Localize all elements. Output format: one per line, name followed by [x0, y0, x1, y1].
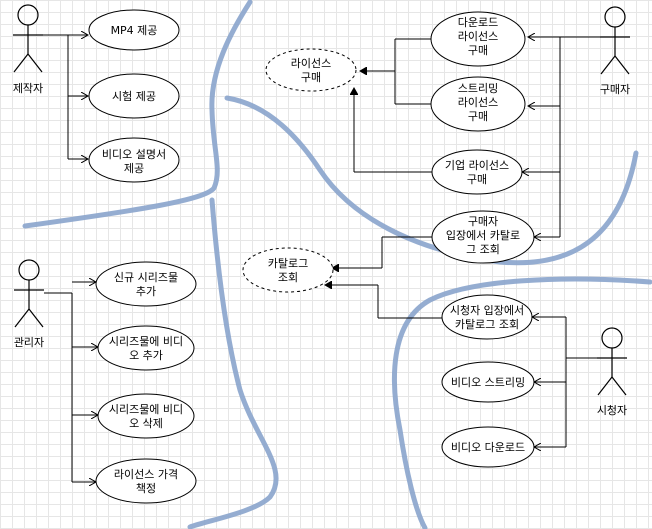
usecase-label-line-1: 시리즈물에 비디 — [109, 403, 183, 416]
usecase-label-line-1: 다운로드 — [458, 16, 498, 29]
usecase-label-line-2: 책정 — [136, 482, 156, 495]
usecase-label-line-1: 구매자 — [468, 215, 498, 228]
boundary-curve-left-top — [22, 0, 253, 229]
usecase-label-line-3: 구매 — [468, 44, 488, 57]
usecase-viewer-catalog[interactable]: 시청자 입장에서 카탈로그 조회 — [441, 294, 533, 340]
boundary-curve-left-bottom — [187, 197, 279, 529]
boundary-curve-middle — [224, 95, 639, 266]
usecase-enterprise-license[interactable]: 기업 라이선스 구매 — [431, 149, 523, 195]
usecase-label-line-3: 구매 — [468, 110, 488, 123]
usecase-label-line-2: 라이선스 — [458, 30, 498, 43]
actor-label: 구매자 — [600, 83, 630, 96]
usecase-label-line-1: 신규 시리즈물 — [114, 271, 178, 284]
stick-figure-icon — [13, 4, 43, 73]
usecase-catalog-view[interactable]: 카탈로그 조회 — [242, 247, 334, 293]
usecase-video-streaming[interactable]: 비디오 스트리밍 — [441, 361, 535, 403]
actor-label: 시청자 — [597, 404, 627, 417]
usecase-label: 비디오 스트리밍 — [451, 376, 525, 389]
usecase-add-video[interactable]: 시리즈물에 비디 오 추가 — [97, 325, 195, 371]
boundary-lines — [22, 0, 652, 529]
usecase-buyer-catalog[interactable]: 구매자 입장에서 카탈로 그 조회 — [431, 210, 535, 264]
usecase-label-line-2: 구매 — [301, 71, 321, 84]
usecase-label-line-2: 구매 — [467, 173, 487, 186]
stick-figure-icon — [14, 259, 44, 328]
catalog-generalization — [325, 236, 442, 319]
usecase-label-line-1: 라이선스 가격 — [114, 468, 178, 481]
usecase-download-license[interactable]: 다운로드 라이선스 구매 — [430, 11, 526, 67]
usecase-video-download[interactable]: 비디오 다운로드 — [441, 426, 535, 468]
usecase-label: 비디오 다운로드 — [451, 441, 525, 454]
usecase-label-line-1: 시리즈물에 비디 — [109, 335, 183, 348]
usecase-mp4[interactable]: MP4 제공 — [88, 9, 180, 51]
actor-producer: 제작자 — [13, 4, 43, 95]
actor-label: 관리자 — [14, 336, 44, 349]
stick-figure-icon — [597, 327, 627, 396]
usecase-trial[interactable]: 시험 제공 — [88, 73, 180, 119]
actor-admin: 관리자 — [14, 259, 44, 349]
viewer-connectors — [532, 317, 597, 447]
usecase-label: MP4 제공 — [111, 24, 158, 37]
usecase-delete-video[interactable]: 시리즈물에 비디 오 삭제 — [97, 393, 195, 439]
admin-connectors — [44, 282, 98, 482]
usecase-license-pricing[interactable]: 라이선스 가격 책정 — [95, 458, 197, 504]
license-generalization — [354, 38, 432, 173]
usecase-label-line-1: 기업 라이선스 — [445, 159, 509, 172]
usecase-label-line-1: 스트리밍 — [458, 82, 498, 95]
usecase-label-line-2: 오 추가 — [129, 349, 163, 362]
usecase-streaming-license[interactable]: 스트리밍 라이선스 구매 — [430, 76, 526, 132]
actor-viewer: 시청자 — [597, 327, 627, 417]
producer-connectors — [43, 35, 88, 159]
usecase-label-line-2: 제공 — [124, 162, 144, 175]
usecase-label-line-2: 라이선스 — [458, 96, 498, 109]
usecase-label: 시험 제공 — [112, 90, 156, 103]
usecase-label-line-1: 비디오 설명서 — [102, 148, 166, 161]
usecase-license-purchase[interactable]: 라이선스 구매 — [265, 48, 357, 92]
usecase-label-line-2: 카탈로그 조회 — [455, 318, 519, 331]
usecase-label-line-3: 그 조회 — [466, 243, 500, 256]
usecase-label-line-1: 라이선스 — [291, 57, 331, 70]
usecase-add-series[interactable]: 신규 시리즈물 추가 — [95, 261, 197, 307]
usecase-label-line-1: 카탈로그 — [268, 257, 308, 270]
stick-figure-icon — [600, 6, 630, 75]
buyer-connectors — [522, 37, 600, 237]
usecase-label-line-2: 오 삭제 — [129, 417, 163, 430]
usecase-label-line-1: 시청자 입장에서 — [450, 304, 524, 317]
actor-label: 제작자 — [13, 82, 43, 95]
usecase-label-line-2: 입장에서 카탈로 — [446, 229, 520, 242]
usecase-label-line-2: 조회 — [278, 271, 298, 284]
usecase-label-line-2: 추가 — [136, 285, 156, 298]
boundary-curve-right-bottom — [391, 276, 652, 529]
usecase-video-description[interactable]: 비디오 설명서 제공 — [88, 137, 180, 183]
actor-buyer: 구매자 — [600, 6, 630, 96]
